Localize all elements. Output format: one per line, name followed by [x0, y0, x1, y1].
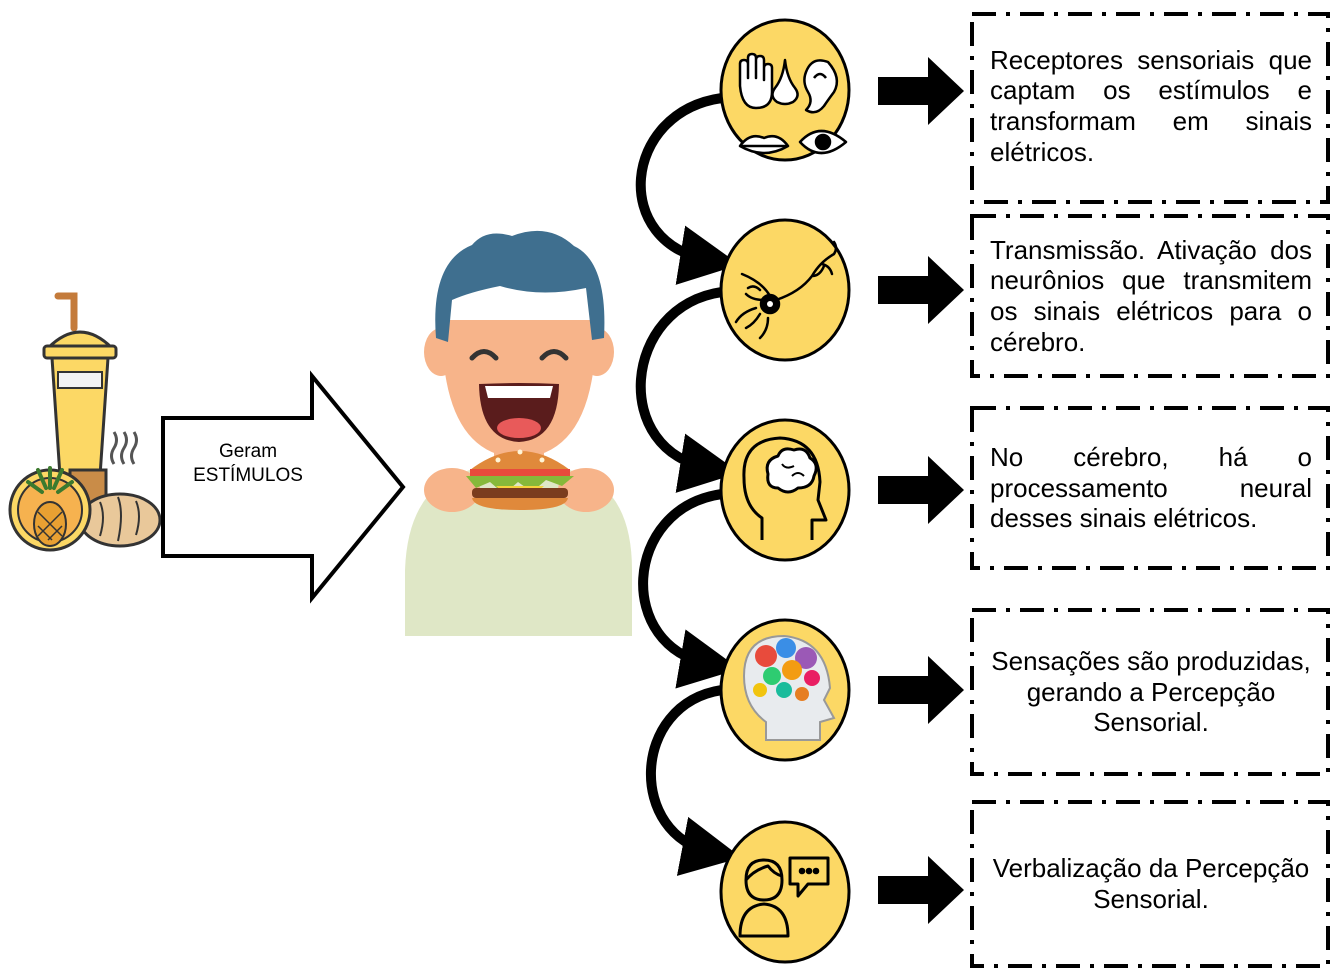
speaking-person-icon: [738, 856, 830, 938]
stimulus-arrow-label: Geram ESTÍMULOS: [168, 440, 328, 488]
connector-arrows: [635, 93, 742, 876]
stimulus-arrow: [161, 370, 406, 604]
person-eating-illustration: [405, 230, 632, 636]
step-text: Verbalização da Percepção Sensorial.: [992, 853, 1310, 914]
step-text-verbalization: Verbalização da Percepção Sensorial.: [990, 812, 1312, 956]
neuron-icon: [734, 240, 838, 340]
step-text-transmission: Transmissão. Ativação dos neurônios que …: [990, 226, 1312, 366]
step-frames: [970, 12, 1330, 968]
step-text-sensations: Sensações são produzidas, gerando a Perc…: [990, 620, 1312, 764]
step-text-receptors: Receptores sensoriais que captam os estí…: [990, 26, 1312, 186]
step-text: Transmissão. Ativação dos neurônios que …: [990, 234, 1312, 357]
solid-right-arrows: [878, 57, 964, 924]
brain-head-icon: [742, 436, 828, 540]
stimulus-label-line2: ESTÍMULOS: [193, 465, 303, 486]
food-icon: [8, 292, 162, 552]
gears-brain-icon: [742, 634, 836, 741]
step-text: Receptores sensoriais que captam os estí…: [990, 44, 1312, 167]
step-text: Sensações são produzidas, gerando a Perc…: [991, 645, 1311, 738]
senses-icon: [738, 52, 848, 155]
step-text-processing: No cérebro, há o processamento neural de…: [990, 418, 1312, 558]
stimulus-label-line1: Geram: [218, 441, 278, 462]
step-text: No cérebro, há o processamento neural de…: [990, 441, 1312, 534]
